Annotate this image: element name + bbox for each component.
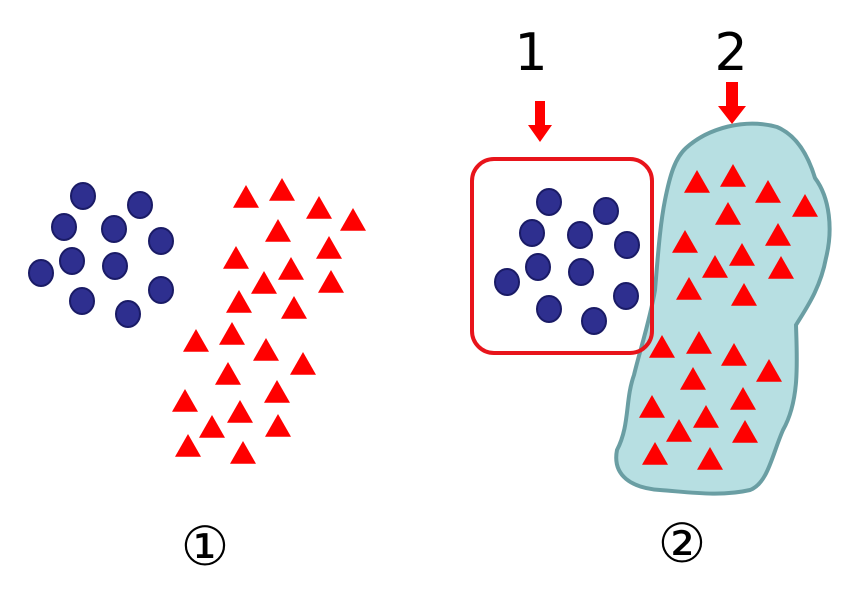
panel-1-circle-point: [148, 227, 174, 255]
panel-1-circle-point: [101, 215, 127, 243]
cluster-1-label: 1: [514, 23, 547, 83]
panel-1-triangle-point: [340, 208, 366, 231]
panel-1-circle-point: [28, 259, 54, 287]
cluster-1-circle-point: [519, 219, 545, 247]
cluster-2-triangle-point: [732, 420, 758, 443]
cluster-2-triangle-point: [720, 164, 746, 187]
panel-1-triangle-point: [226, 290, 252, 313]
panel-1-triangle-point: [281, 296, 307, 319]
cluster-2-triangle-point: [702, 255, 728, 278]
cluster-1-arrow: [528, 101, 552, 142]
panel-1-triangle-point: [269, 178, 295, 201]
cluster-1-circle-point: [581, 307, 607, 335]
cluster-2-triangle-point: [755, 180, 781, 203]
panel-1-triangle-point: [253, 338, 279, 361]
cluster-2-triangle-point: [731, 283, 757, 306]
cluster-2-triangle-point: [729, 243, 755, 266]
panel-1-triangle-point: [251, 271, 277, 294]
cluster-2-triangle-point: [715, 202, 741, 225]
panel-1-triangle-point: [264, 380, 290, 403]
cluster-1-circle-point: [568, 258, 594, 286]
panel-1-triangle-point: [316, 236, 342, 259]
panel-1-label: ①: [181, 515, 229, 578]
panel-1-triangle-point: [233, 185, 259, 208]
cluster-2-triangle-point: [680, 367, 706, 390]
cluster-1-circle-point: [613, 282, 639, 310]
cluster-2-triangle-point: [672, 230, 698, 253]
panel-1-triangle-point: [219, 322, 245, 345]
cluster-2-triangle-point: [639, 395, 665, 418]
panel-1-circle-point: [69, 287, 95, 315]
panel-1-circle-point: [148, 276, 174, 304]
panel-1-triangle-point: [227, 400, 253, 423]
cluster-2-triangle-point: [649, 335, 675, 358]
panel-1-circle-point: [59, 247, 85, 275]
panel-1-triangle-point: [278, 257, 304, 280]
cluster-2-triangle-point: [693, 405, 719, 428]
markers-layer: [28, 164, 818, 470]
panel-1-triangle-point: [215, 362, 241, 385]
cluster-2-triangle-point: [721, 343, 747, 366]
panel-1-triangle-point: [318, 270, 344, 293]
panel-1-circle-point: [70, 182, 96, 210]
panel-1-triangle-point: [175, 434, 201, 457]
cluster-1-circle-point: [536, 295, 562, 323]
panel-1-triangle-point: [172, 389, 198, 412]
cluster-2-triangle-point: [684, 170, 710, 193]
cluster-1-circle-point: [525, 253, 551, 281]
cluster-1-circle-point: [614, 231, 640, 259]
cluster-2-triangle-point: [642, 442, 668, 465]
cluster-2-triangle-point: [756, 359, 782, 382]
panel-1-circle-point: [102, 252, 128, 280]
cluster-1-circle-point: [567, 221, 593, 249]
cluster-2-triangle-point: [686, 331, 712, 354]
cluster-2-triangle-point: [730, 387, 756, 410]
panel-1-triangle-point: [223, 246, 249, 269]
panel-1-triangle-point: [183, 329, 209, 352]
cluster-2-triangle-point: [697, 447, 723, 470]
cluster-1-circle-point: [536, 188, 562, 216]
panel-1-triangle-point: [265, 414, 291, 437]
cluster-2-arrow: [718, 82, 746, 124]
cluster-1-circle-point: [494, 268, 520, 296]
panel-1-triangle-point: [306, 196, 332, 219]
panel-1-triangle-point: [265, 219, 291, 242]
cluster-2-label: 2: [714, 23, 747, 83]
cluster-2-triangle-point: [666, 419, 692, 442]
panel-2-label: ②: [658, 512, 706, 575]
cluster-2-region: [614, 121, 832, 496]
cluster-2-triangle-point: [765, 223, 791, 246]
panel-1-circle-point: [51, 213, 77, 241]
panel-1-triangle-point: [290, 352, 316, 375]
panel-1-circle-point: [115, 300, 141, 328]
cluster-1-circle-point: [593, 197, 619, 225]
cluster-2-triangle-point: [792, 194, 818, 217]
panel-1-triangle-point: [230, 441, 256, 464]
cluster-1-box: [470, 157, 654, 355]
cluster-2-triangle-point: [768, 256, 794, 279]
panel-1-circle-point: [127, 191, 153, 219]
panel-1-triangle-point: [199, 415, 225, 438]
cluster-2-triangle-point: [676, 277, 702, 300]
